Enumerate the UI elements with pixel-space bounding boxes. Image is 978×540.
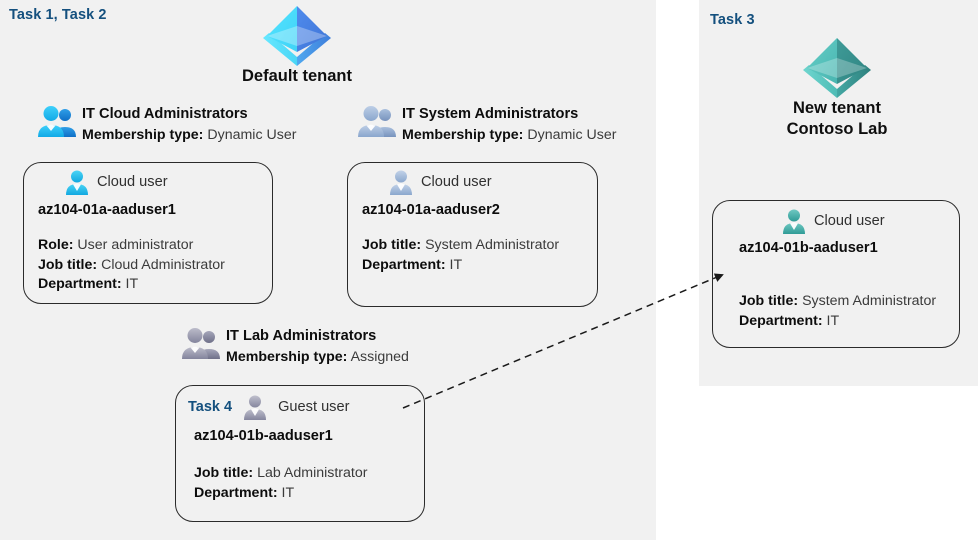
card-header: Task 4 Guest user: [176, 386, 424, 422]
guest-user-icon: [244, 395, 267, 420]
attr-value: Cloud Administrator: [101, 256, 225, 273]
group-membership: Membership type: Dynamic User: [82, 124, 296, 146]
user-type-label: Guest user: [278, 399, 350, 415]
group-it-system-administrators: IT System Administrators Membership type…: [358, 104, 616, 146]
attr-value: Lab Administrator: [257, 465, 368, 481]
group-membership-value: Assigned: [350, 349, 409, 365]
attr-department: Department: IT: [194, 484, 424, 504]
group-it-cloud-administrators: IT Cloud Administrators Membership type:…: [38, 104, 296, 146]
group-membership: Membership type: Dynamic User: [402, 124, 616, 146]
attr-department: Department: IT: [38, 275, 272, 295]
user-attributes: Job title: Lab Administrator Department:…: [176, 464, 424, 503]
group-name: IT Cloud Administrators: [82, 106, 248, 122]
task-label-left: Task 1, Task 2: [9, 7, 107, 23]
user-principal-name: az104-01b-aaduser1: [194, 428, 333, 444]
attr-key: Department:: [362, 256, 446, 273]
attr-key: Job title:: [362, 237, 422, 253]
group-membership-key: Membership type:: [82, 127, 204, 143]
default-tenant-panel: [0, 0, 656, 540]
cloud-user-icon: [783, 209, 805, 234]
attr-department: Department: IT: [739, 312, 959, 332]
group-name: IT Lab Administrators: [226, 328, 377, 344]
attr-key: Job title:: [38, 256, 98, 273]
azure-ad-tenant-icon: [803, 38, 871, 98]
azure-ad-tenant-icon: [263, 6, 331, 66]
attr-value: IT: [826, 312, 840, 329]
user-attributes: Job title: System Administrator Departme…: [713, 292, 959, 331]
attr-department: Department: IT: [362, 256, 597, 276]
new-tenant-node: New tenant Contoso Lab: [762, 34, 912, 140]
cloud-user-icon: [66, 170, 88, 195]
group-membership-value: Dynamic User: [207, 127, 297, 143]
attr-key: Department:: [194, 484, 278, 501]
user-type-label: Cloud user: [814, 213, 885, 229]
new-tenant-name-line2: Contoso Lab: [786, 120, 888, 138]
group-membership-key: Membership type:: [226, 349, 348, 365]
attr-value: IT: [281, 484, 295, 501]
card-header: Cloud user: [713, 201, 959, 236]
user-card-newtenant-az104-01b-aaduser1[interactable]: Cloud user az104-01b-aaduser1 Job title:…: [712, 200, 960, 348]
attr-key: Role:: [38, 237, 74, 253]
attr-value: IT: [125, 276, 139, 292]
group-name: IT System Administrators: [402, 106, 579, 122]
user-card-az104-01a-aaduser2[interactable]: Cloud user az104-01a-aaduser2 Job title:…: [347, 162, 598, 307]
attr-key: Job title:: [194, 465, 254, 481]
user-principal-name: az104-01a-aaduser2: [362, 202, 500, 218]
attr-key: Department:: [38, 276, 122, 292]
group-it-lab-administrators: IT Lab Administrators Membership type: A…: [182, 326, 409, 368]
user-card-guest-az104-01b-aaduser1[interactable]: Task 4 Guest user az104-01b-aaduser1 Job…: [175, 385, 425, 522]
card-header: Cloud user: [348, 163, 597, 197]
attr-value: IT: [449, 256, 463, 273]
attr-role: Role: User administrator: [38, 236, 272, 256]
group-membership-value: Dynamic User: [527, 127, 617, 143]
group-users-icon: [38, 106, 76, 137]
user-attributes: Job title: System Administrator Departme…: [348, 236, 597, 275]
user-principal-name: az104-01a-aaduser1: [38, 202, 176, 218]
group-users-icon: [182, 328, 220, 359]
card-header: Cloud user: [24, 163, 272, 197]
user-type-label: Cloud user: [421, 174, 492, 190]
attr-job-title: Job title: Cloud Administrator: [38, 256, 272, 276]
attr-value: System Administrator: [425, 237, 560, 253]
task-label-inline: Task 4: [188, 399, 233, 415]
user-type-label: Cloud user: [97, 174, 168, 190]
user-attributes: Role: User administrator Job title: Clou…: [24, 236, 272, 295]
user-principal-name: az104-01b-aaduser1: [739, 240, 878, 256]
attr-value: System Administrator: [802, 293, 937, 309]
attr-value: User administrator: [77, 237, 194, 253]
user-card-az104-01a-aaduser1[interactable]: Cloud user az104-01a-aaduser1 Role: User…: [23, 162, 273, 304]
group-membership: Membership type: Assigned: [226, 346, 409, 368]
new-tenant-name-line1: New tenant: [792, 99, 881, 117]
attr-key: Job title:: [739, 293, 799, 309]
default-tenant-name: Default tenant: [241, 67, 352, 85]
attr-job-title: Job title: System Administrator: [739, 292, 959, 312]
group-users-icon: [358, 106, 396, 137]
attr-job-title: Job title: Lab Administrator: [194, 464, 424, 484]
cloud-user-icon: [390, 170, 412, 195]
group-membership-key: Membership type:: [402, 127, 524, 143]
attr-key: Department:: [739, 312, 823, 329]
default-tenant-node: Default tenant: [232, 2, 362, 87]
attr-job-title: Job title: System Administrator: [362, 236, 597, 256]
task-label-right: Task 3: [710, 12, 755, 28]
